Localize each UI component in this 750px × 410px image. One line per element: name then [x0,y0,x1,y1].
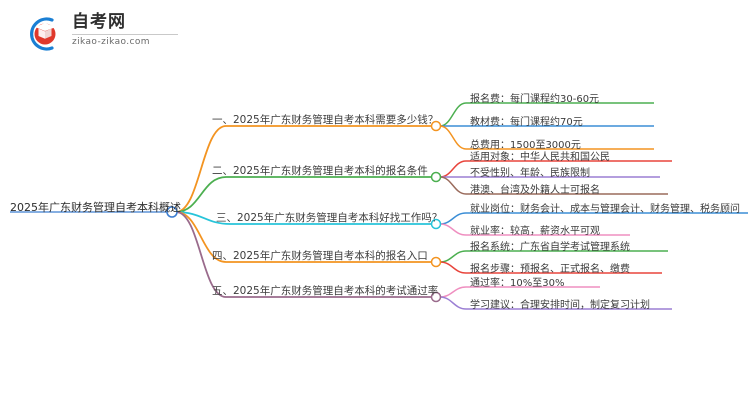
logo-divider [72,34,178,35]
leaf-node-4-2[interactable]: 报名步骤：预报名、正式报名、缴费 [470,264,630,275]
graduation-book-icon [22,14,66,54]
leaf-node-2-3[interactable]: 港澳、台湾及外籍人士可报名 [470,185,600,196]
branch-node-1[interactable]: 一、2025年广东财务管理自考本科需要多少钱？ [212,114,439,126]
leaf-node-2-1[interactable]: 适用对象：中华人民共和国公民 [470,152,610,163]
branch-wire-2 [175,176,432,213]
logo-url: zikao-zikao.com [72,37,150,47]
leaf-node-1-1[interactable]: 报名费：每门课程约30-60元 [470,94,600,105]
branch-hub-dot-2 [430,171,442,183]
leaf-node-1-2[interactable]: 教材费：每门课程约70元 [470,117,583,128]
leaf-node-5-1[interactable]: 通过率：10%至30% [470,278,565,289]
branch-node-2[interactable]: 二、2025年广东财务管理自考本科的报名条件 [212,165,428,177]
site-logo: 自考网 zikao-zikao.com [22,10,182,58]
leaf-node-1-3[interactable]: 总费用：1500至3000元 [470,140,581,151]
logo-name: 自考网 [72,12,126,32]
branch-hub-dot-4 [430,256,442,268]
branch-node-4[interactable]: 四、2025年广东财务管理自考本科的报名入口 [212,250,428,262]
leaf-node-5-2[interactable]: 学习建议：合理安排时间，制定复习计划 [470,300,650,311]
branch-node-5[interactable]: 五、2025年广东财务管理自考本科的考试通过率 [212,285,439,297]
leaf-node-3-2[interactable]: 就业率：较高，薪资水平可观 [470,226,600,237]
branch-node-3[interactable]: 三、2025年广东财务管理自考本科好找工作吗？ [216,212,443,224]
leaf-node-2-2[interactable]: 不受性别、年龄、民族限制 [470,168,590,179]
leaf-node-4-1[interactable]: 报名系统：广东省自学考试管理系统 [470,242,630,253]
leaf-node-3-1[interactable]: 就业岗位：财务会计、成本与管理会计、财务管理、税务顾问 [470,204,740,215]
root-node-label[interactable]: 2025年广东财务管理自考本科概述 [10,201,181,214]
logo-wordmark: 自考网 zikao-zikao.com [72,12,182,47]
